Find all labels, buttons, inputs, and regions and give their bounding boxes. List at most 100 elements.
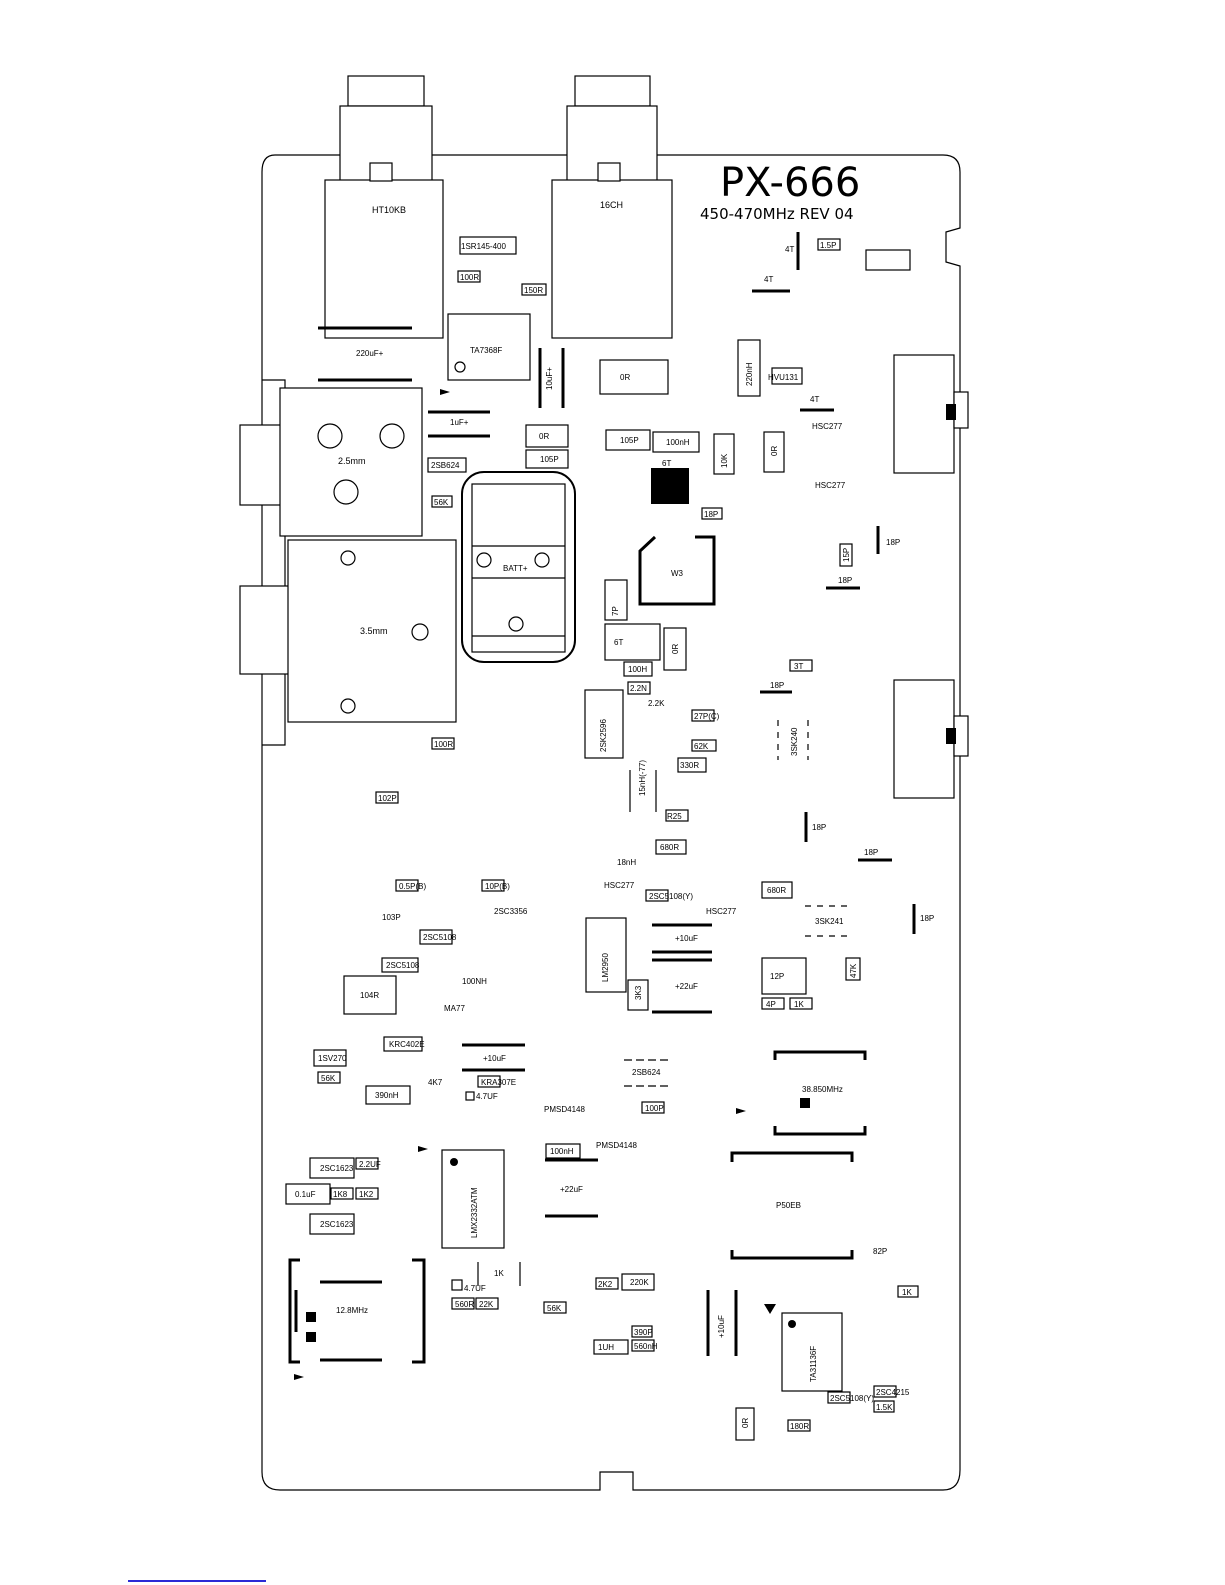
- part-100nh-a: 2SC5108: [419, 929, 457, 945]
- part-2k2: 22K: [475, 1297, 499, 1310]
- svg-text:100nH: 100nH: [550, 1147, 574, 1156]
- svg-text:12.8MHz: 12.8MHz: [336, 1306, 368, 1315]
- part-105p-b: 105P: [605, 429, 651, 451]
- pin1-marker-a: [440, 389, 450, 395]
- svg-text:390nH: 390nH: [375, 1091, 399, 1100]
- svg-text:4T: 4T: [810, 395, 819, 404]
- part-1uh: 220K: [621, 1273, 655, 1291]
- svg-text:680R: 680R: [767, 886, 786, 895]
- svg-text:3SK240: 3SK240: [790, 727, 799, 756]
- part-100h: 7P: [604, 579, 628, 621]
- svg-text:2SC5108(Y): 2SC5108(Y): [649, 892, 693, 901]
- svg-text:2K2: 2K2: [598, 1280, 613, 1289]
- svg-text:2.2K: 2.2K: [648, 699, 665, 708]
- svg-text:HSC277: HSC277: [604, 881, 635, 890]
- svg-text:10K: 10K: [720, 453, 729, 468]
- side-connector-upper: [893, 354, 969, 474]
- svg-text:47K: 47K: [849, 963, 858, 978]
- svg-text:0R: 0R: [770, 446, 779, 456]
- svg-text:18nH: 18nH: [617, 858, 636, 867]
- svg-text:0R: 0R: [539, 432, 549, 441]
- part-2sc5108y: 18nH: [617, 858, 636, 867]
- part-100nh-c: 100nH: [545, 1143, 581, 1159]
- part-82p: 390P: [631, 1325, 653, 1338]
- svg-text:2SC3356: 2SC3356: [494, 907, 528, 916]
- svg-text:104R: 104R: [360, 991, 379, 1000]
- jack-3-5mm: 3.5mm: [239, 539, 457, 723]
- svg-text:HSC277: HSC277: [815, 481, 846, 490]
- part-2sc1623: 4K7: [428, 1078, 443, 1087]
- part-62k: 27P(C): [691, 709, 720, 722]
- svg-text:18P: 18P: [812, 823, 826, 832]
- transistor-2sk2596: 2SK2596: [584, 689, 624, 759]
- svg-text:105P: 105P: [540, 455, 559, 464]
- part-0r-b: 0R: [525, 424, 569, 448]
- ic-ta7368f: TA7368F: [447, 313, 531, 381]
- svg-text:4K7: 4K7: [428, 1078, 443, 1087]
- svg-text:56K: 56K: [547, 1304, 562, 1313]
- svg-text:1K2: 1K2: [359, 1190, 374, 1199]
- svg-text:1K8: 1K8: [333, 1190, 348, 1199]
- part-2-2n: 100H: [623, 661, 653, 677]
- part-56k: 0.5P(B): [395, 879, 426, 892]
- svg-text:4.7UF: 4.7UF: [464, 1284, 486, 1293]
- svg-text:18P: 18P: [864, 848, 878, 857]
- svg-text:+22uF: +22uF: [560, 1185, 583, 1194]
- part-47k: 100P: [641, 1101, 665, 1114]
- part-2sb624: 2SB624: [427, 457, 467, 473]
- svg-text:100H: 100H: [628, 665, 647, 674]
- volume-knob-ht10kb: HT10KB: [324, 75, 444, 339]
- svg-text:4T: 4T: [764, 275, 773, 284]
- ta7368f-label: TA7368F: [470, 346, 502, 355]
- part-0-1uf-a: 2SC1623: [309, 1157, 355, 1179]
- part-18nh-b: 680R: [761, 881, 793, 899]
- part-kra307e-b: PMSD4148: [596, 1141, 637, 1150]
- svg-text:3K3: 3K3: [634, 985, 643, 1000]
- ht10kb-label: HT10KB: [372, 205, 406, 215]
- battery-connector: BATT+: [461, 471, 576, 663]
- svg-text:1SV270: 1SV270: [318, 1054, 347, 1063]
- svg-text:38.850MHz: 38.850MHz: [802, 1085, 843, 1094]
- svg-text:2SC1623: 2SC1623: [320, 1220, 354, 1229]
- svg-text:1SR145-400: 1SR145-400: [461, 242, 506, 251]
- footer-link-underline[interactable]: [128, 1580, 266, 1582]
- capacitor-10uf-left: +10uF: [462, 1043, 525, 1072]
- part-r25: 15nH(-77): [629, 760, 657, 812]
- transistor-3sk241: 3SK241: [805, 905, 850, 937]
- part-560nh: 1UH: [593, 1339, 629, 1355]
- part-0r-e: 0R: [735, 1407, 755, 1441]
- svg-text:330R: 330R: [680, 761, 699, 770]
- svg-text:4.7UF: 4.7UF: [476, 1092, 498, 1101]
- svg-text:100nH: 100nH: [666, 438, 690, 447]
- part-2sb624-b: 2SB624: [624, 1059, 668, 1087]
- svg-text:560R: 560R: [455, 1300, 474, 1309]
- svg-text:62K: 62K: [694, 742, 709, 751]
- part-10k-a: 56K: [317, 1071, 341, 1084]
- part-hsc277-c: HSC277 HSC277: [604, 881, 737, 916]
- part-100nh-b: 2SC5108: [381, 957, 420, 973]
- svg-text:56K: 56K: [321, 1074, 336, 1083]
- svg-text:TA31136F: TA31136F: [809, 1346, 818, 1382]
- jack-2-5mm: 2.5mm: [239, 387, 423, 537]
- svg-text:KRA307E: KRA307E: [481, 1078, 516, 1087]
- svg-text:MA77: MA77: [444, 1004, 465, 1013]
- capacitor-10uf-vertical-low: +10uF: [706, 1290, 738, 1356]
- capacitor-10uf-mid: +10uF: [652, 923, 712, 954]
- part-hsc277-a: HSC277: [812, 422, 843, 431]
- svg-text:390P: 390P: [634, 1328, 653, 1337]
- part-1sr145: 1SR145-400: [459, 236, 517, 255]
- part-1-5k: 2SC4215: [873, 1385, 910, 1398]
- svg-text:2SB624: 2SB624: [632, 1068, 661, 1077]
- part-1k-a: 1K: [477, 1262, 521, 1286]
- part-10k-b: 56K: [543, 1301, 567, 1314]
- svg-text:1.5K: 1.5K: [876, 1403, 893, 1412]
- part-3k3: 2SC5108(Y): [645, 889, 693, 902]
- coil-6t: [651, 468, 689, 504]
- w3-label: W3: [671, 569, 684, 578]
- batt-label: BATT+: [503, 564, 528, 573]
- part-100r-b: 100R: [431, 737, 455, 750]
- pll-lmx2332atm: LMX2332ATM: [441, 1149, 505, 1249]
- svg-text:18P: 18P: [704, 510, 718, 519]
- svg-text:560nH: 560nH: [634, 1342, 658, 1351]
